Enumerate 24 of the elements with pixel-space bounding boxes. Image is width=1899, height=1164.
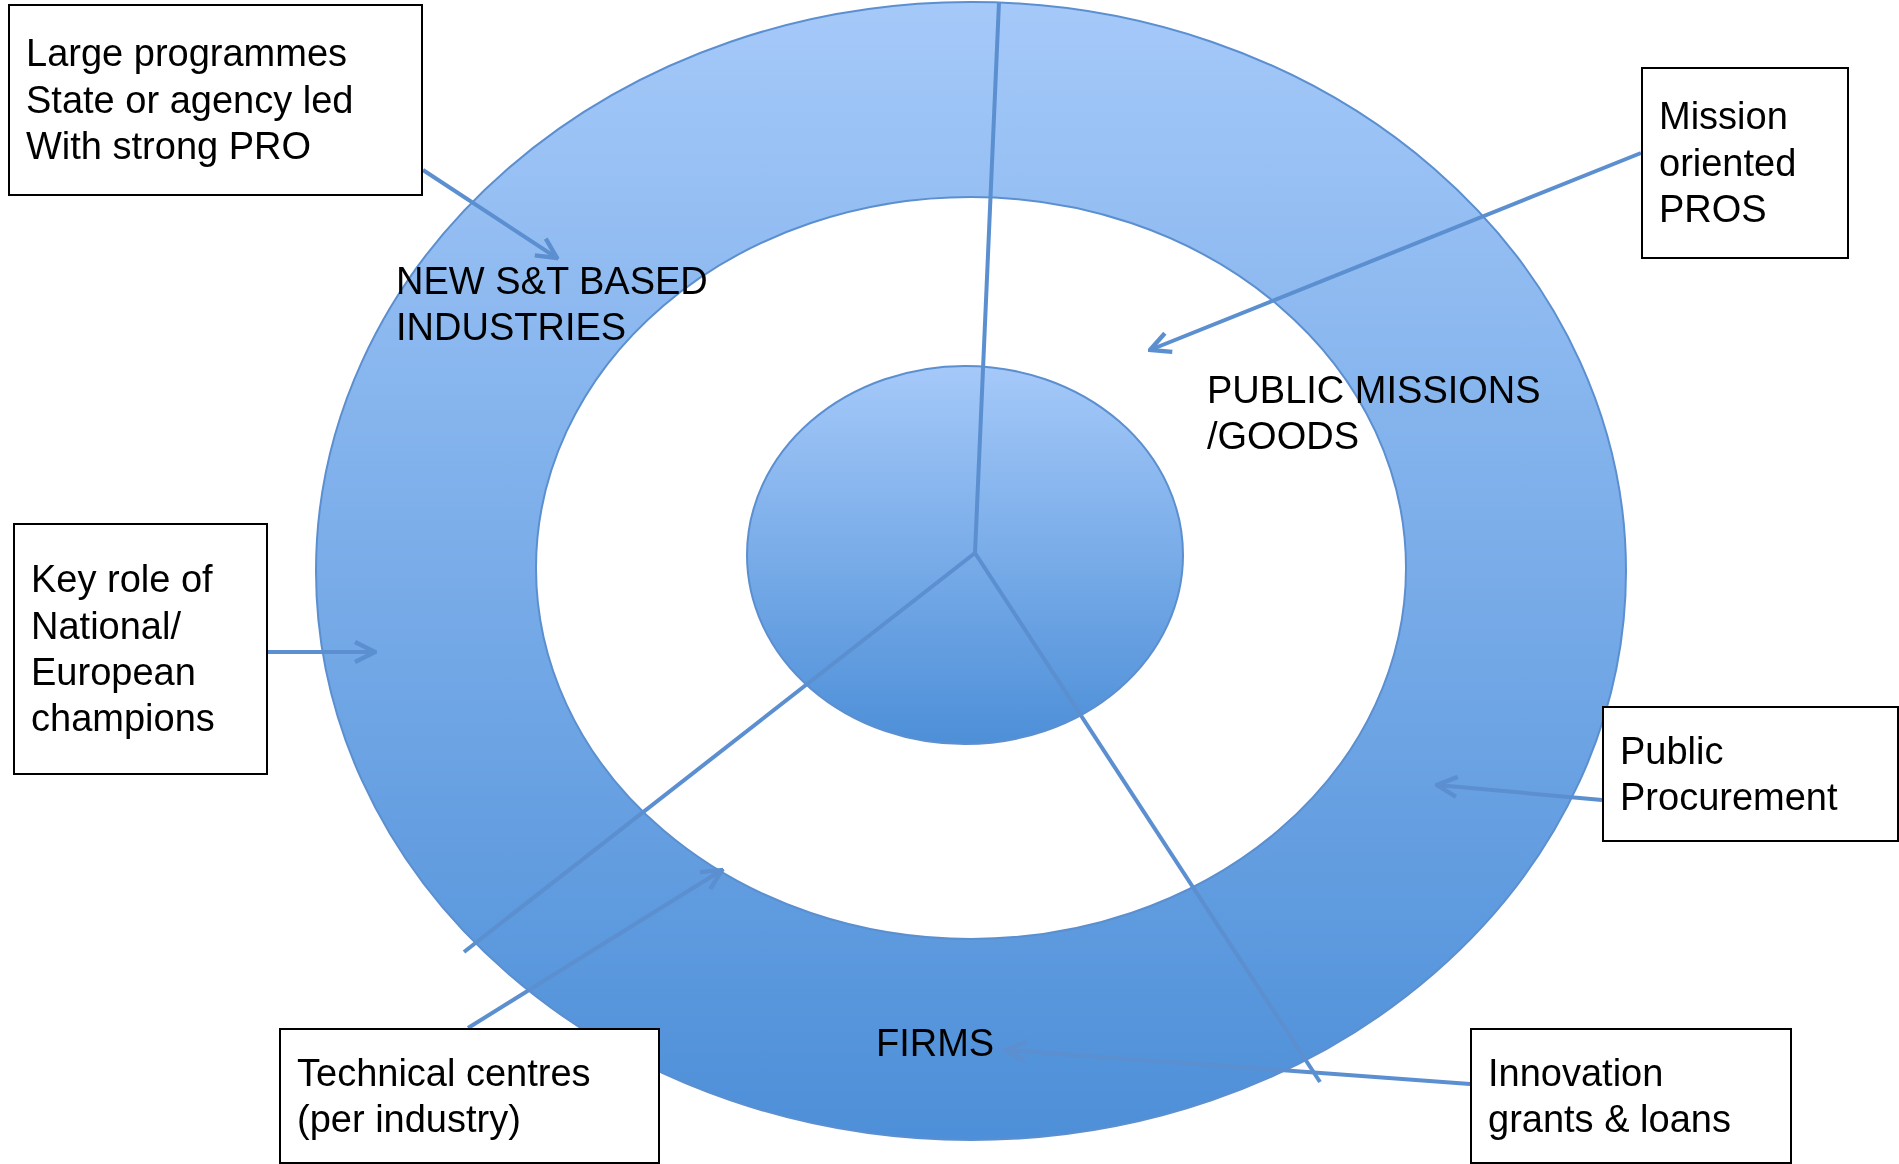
sector-label: PUBLIC MISSIONS /GOODS: [1150, 350, 1570, 470]
center-disc: [746, 365, 1184, 745]
note-text: Public Procurement: [1620, 728, 1839, 820]
note-text: With strong PRO: [26, 124, 313, 170]
note-box: [1470, 1028, 1792, 1164]
arrow: [1003, 1039, 1471, 1086]
note-box: [279, 1028, 660, 1164]
note-text: Key role of National/ European champions: [31, 557, 216, 742]
note-box: [1641, 67, 1849, 259]
sector-label: FIRMS: [876, 1020, 1006, 1074]
note-text: Technical centres (per industry): [297, 1050, 592, 1142]
note-text: Innovation grants & loans: [1488, 1050, 1732, 1142]
sector-label: NEW S&T BASED INDUSTRIES: [396, 258, 736, 368]
note-text: State or agency led: [26, 77, 355, 123]
note-box: [1602, 706, 1899, 842]
arrow: [268, 639, 378, 665]
note-box: [8, 4, 423, 196]
note-text: Large programmes: [26, 31, 349, 77]
arrow: [466, 867, 725, 1030]
note-text: Mission oriented PROS: [1659, 94, 1798, 233]
arrow: [1434, 774, 1603, 802]
arrow: [1147, 151, 1642, 355]
note-box: [13, 523, 268, 775]
arrow: [421, 168, 560, 261]
